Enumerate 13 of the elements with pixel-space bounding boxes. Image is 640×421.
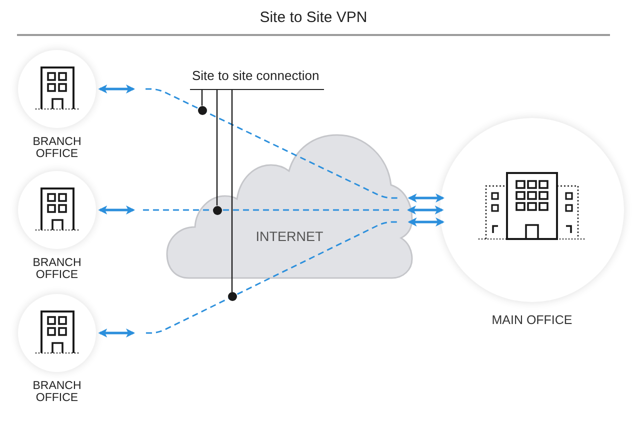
leader-line — [201, 90, 203, 106]
office-label: BRANCH OFFICE — [32, 136, 82, 160]
tunnel-arrow — [98, 206, 444, 214]
office-label: BRANCH OFFICE — [32, 257, 82, 281]
office-label: BRANCH OFFICE — [32, 380, 82, 404]
diagram-title: Site to Site VPN — [258, 9, 368, 27]
tunnel-arrow — [98, 84, 445, 202]
cloud-label: INTERNET — [256, 229, 324, 245]
leader-line — [231, 90, 233, 292]
leader-line — [216, 90, 218, 206]
callout-label: Site to site connection — [190, 68, 324, 90]
tunnel-arrow — [98, 218, 445, 338]
office-label: MAIN OFFICE — [492, 313, 572, 328]
